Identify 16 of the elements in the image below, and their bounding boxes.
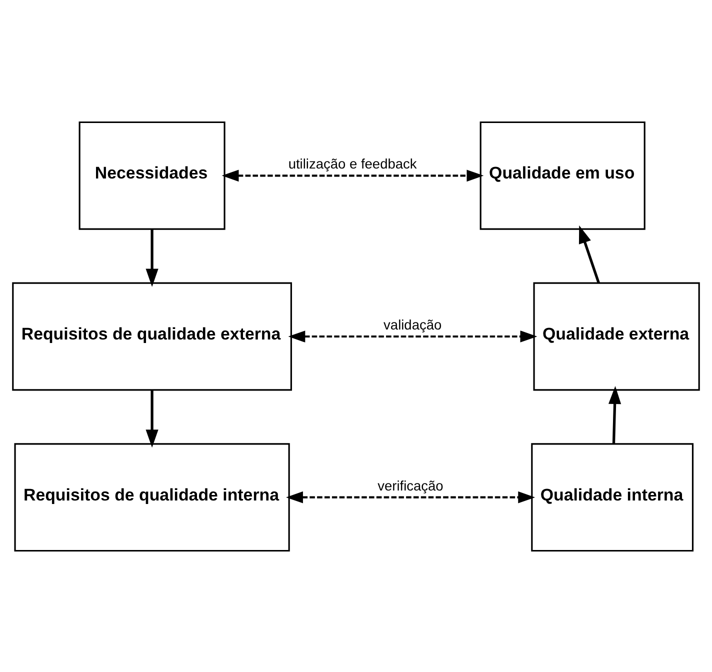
arrow	[286, 490, 536, 503]
arrow	[608, 385, 622, 444]
arrow	[146, 228, 158, 286]
edge-label: verificação	[378, 478, 444, 493]
node-box: Qualidade externa	[533, 282, 700, 390]
node-box: Necessidades	[78, 120, 226, 230]
node-box: Requisitos de qualidade externa	[12, 282, 292, 390]
node-box: Qualidade em uso	[480, 120, 646, 230]
arrow	[146, 389, 158, 448]
edge-label: validação	[384, 317, 442, 332]
node-box: Qualidade interna	[531, 442, 694, 552]
node-box: Requisitos de qualidade interna	[14, 442, 290, 552]
edge-label: utilização e feedback	[288, 156, 417, 172]
arrow	[288, 330, 538, 342]
arrow	[578, 224, 600, 283]
arrow	[222, 169, 484, 182]
